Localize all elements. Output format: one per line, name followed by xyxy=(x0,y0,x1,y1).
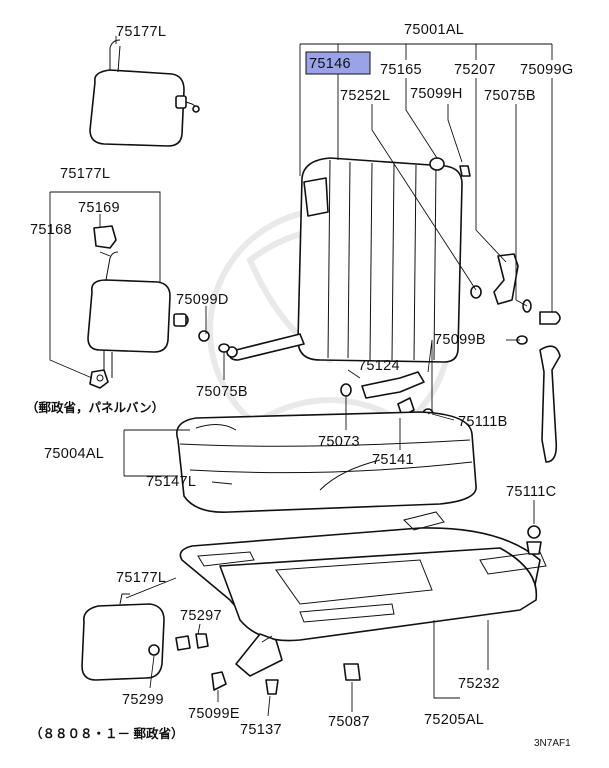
label-75232: 75232 xyxy=(458,676,500,692)
label-75099H: 75099H xyxy=(410,86,463,102)
label-75297: 75297 xyxy=(180,608,222,624)
label-75252L: 75252L xyxy=(340,88,390,104)
headrest-bottom xyxy=(81,593,361,695)
label-75147L: 75147L xyxy=(146,474,196,490)
diagram-code: 3N7AF1 xyxy=(534,738,571,749)
label-75207: 75207 xyxy=(454,62,496,78)
label-75124: 75124 xyxy=(358,358,400,374)
label-75299: 75299 xyxy=(122,692,164,708)
label-75099B: 75099B xyxy=(434,332,486,348)
seat-frame xyxy=(179,511,547,642)
label-75111B: 75111B xyxy=(458,414,508,430)
label-75137: 75137 xyxy=(240,722,282,738)
label-75099G: 75099G xyxy=(520,62,573,78)
label-75146: 75146 xyxy=(309,56,351,72)
label-75168: 75168 xyxy=(30,222,72,238)
note-panel-van: （郵政省，パネルバン） xyxy=(26,400,164,415)
seat-cushion xyxy=(176,411,477,513)
headrest-top xyxy=(89,39,200,147)
label-75075B-top: 75075B xyxy=(484,88,536,104)
label-75177L-bottom: 75177L xyxy=(116,570,166,586)
notes: （郵政省，パネルバン） （８８０８・１－ 郵政省） 3N7AF1 xyxy=(26,400,571,749)
label-75099E: 75099E xyxy=(188,706,240,722)
label-75099D: 75099D xyxy=(176,292,229,308)
label-75165: 75165 xyxy=(380,62,422,78)
label-75075B-mid: 75075B xyxy=(196,384,248,400)
leader-lines xyxy=(49,36,553,717)
label-75141: 75141 xyxy=(372,452,414,468)
label-75004AL: 75004AL xyxy=(44,446,104,462)
label-75169: 75169 xyxy=(78,200,120,216)
seat-back xyxy=(226,157,463,363)
note-date: （８８０８・１－ 郵政省） xyxy=(30,726,183,741)
highlight-box-75146 xyxy=(305,51,371,75)
label-75087: 75087 xyxy=(328,714,370,730)
label-75205AL: 75205AL xyxy=(424,712,484,728)
label-75177L-top: 75177L xyxy=(116,24,166,40)
part-labels: 75177L 75001AL 75146 75165 75207 75099G … xyxy=(30,22,573,738)
label-75177L-mid: 75177L xyxy=(60,166,110,182)
label-75111C: 75111C xyxy=(506,484,556,500)
headrest-mid xyxy=(87,225,189,389)
label-75073: 75073 xyxy=(318,434,360,450)
label-75001AL: 75001AL xyxy=(404,22,464,38)
